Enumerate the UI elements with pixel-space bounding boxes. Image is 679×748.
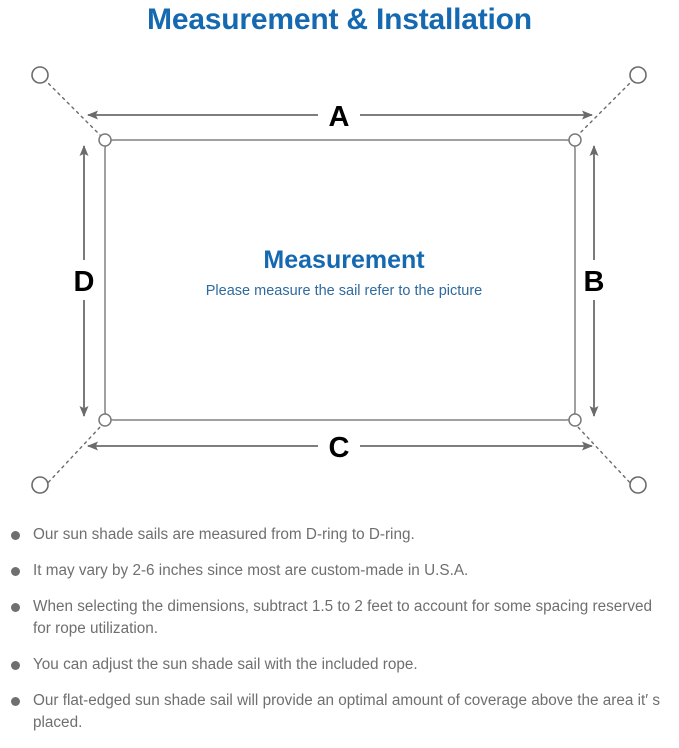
- rope-line-bottom-left: [43, 424, 103, 488]
- sail-center-subtitle: Please measure the sail refer to the pic…: [206, 283, 482, 299]
- d-ring-bottom-left: [98, 413, 112, 427]
- d-rings: [98, 133, 582, 427]
- notes-list: Our sun shade sails are measured from D-…: [0, 524, 679, 748]
- anchor-circle-top-right: [629, 66, 647, 84]
- note-text: You can adjust the sun shade sail with t…: [33, 656, 418, 673]
- list-item: Our flat-edged sun shade sail will provi…: [0, 690, 679, 734]
- anchor-circle-bottom-right: [629, 476, 647, 494]
- note-text: Our sun shade sails are measured from D-…: [33, 526, 415, 543]
- list-item: Our sun shade sails are measured from D-…: [0, 524, 679, 546]
- dimension-a-label: A: [329, 101, 350, 133]
- anchor-circle-bottom-left: [31, 476, 49, 494]
- sail-measurement-diagram: A C D B Measurement Please measure the s…: [0, 48, 679, 518]
- bullet-icon: [11, 567, 20, 576]
- dimension-b-label: B: [584, 266, 605, 298]
- d-ring-top-left: [98, 133, 112, 147]
- sail-body: [104, 139, 576, 421]
- note-text: When selecting the dimensions, subtract …: [33, 598, 653, 637]
- page-title: Measurement & Installation: [147, 3, 532, 36]
- anchor-circle-top-left: [31, 66, 49, 84]
- bullet-icon: [11, 697, 20, 706]
- anchor-points: [31, 66, 647, 494]
- note-text: It may vary by 2-6 inches since most are…: [33, 562, 469, 579]
- list-item: You can adjust the sun shade sail with t…: [0, 654, 679, 676]
- bullet-icon: [11, 531, 20, 540]
- bullet-icon: [11, 661, 20, 670]
- list-item: It may vary by 2-6 inches since most are…: [0, 560, 679, 582]
- note-text: Our flat-edged sun shade sail will provi…: [33, 692, 661, 731]
- rope-line-top-right: [575, 78, 635, 138]
- rope-line-top-left: [43, 78, 103, 138]
- rope-line-bottom-right: [575, 424, 635, 488]
- d-ring-bottom-right: [568, 413, 582, 427]
- bullet-icon: [11, 603, 20, 612]
- dimension-d-label: D: [74, 266, 95, 298]
- d-ring-top-right: [568, 133, 582, 147]
- sail-center-title: Measurement: [263, 246, 425, 274]
- rope-lines: [43, 78, 635, 488]
- list-item: When selecting the dimensions, subtract …: [0, 596, 679, 640]
- dimension-c-label: C: [329, 432, 350, 464]
